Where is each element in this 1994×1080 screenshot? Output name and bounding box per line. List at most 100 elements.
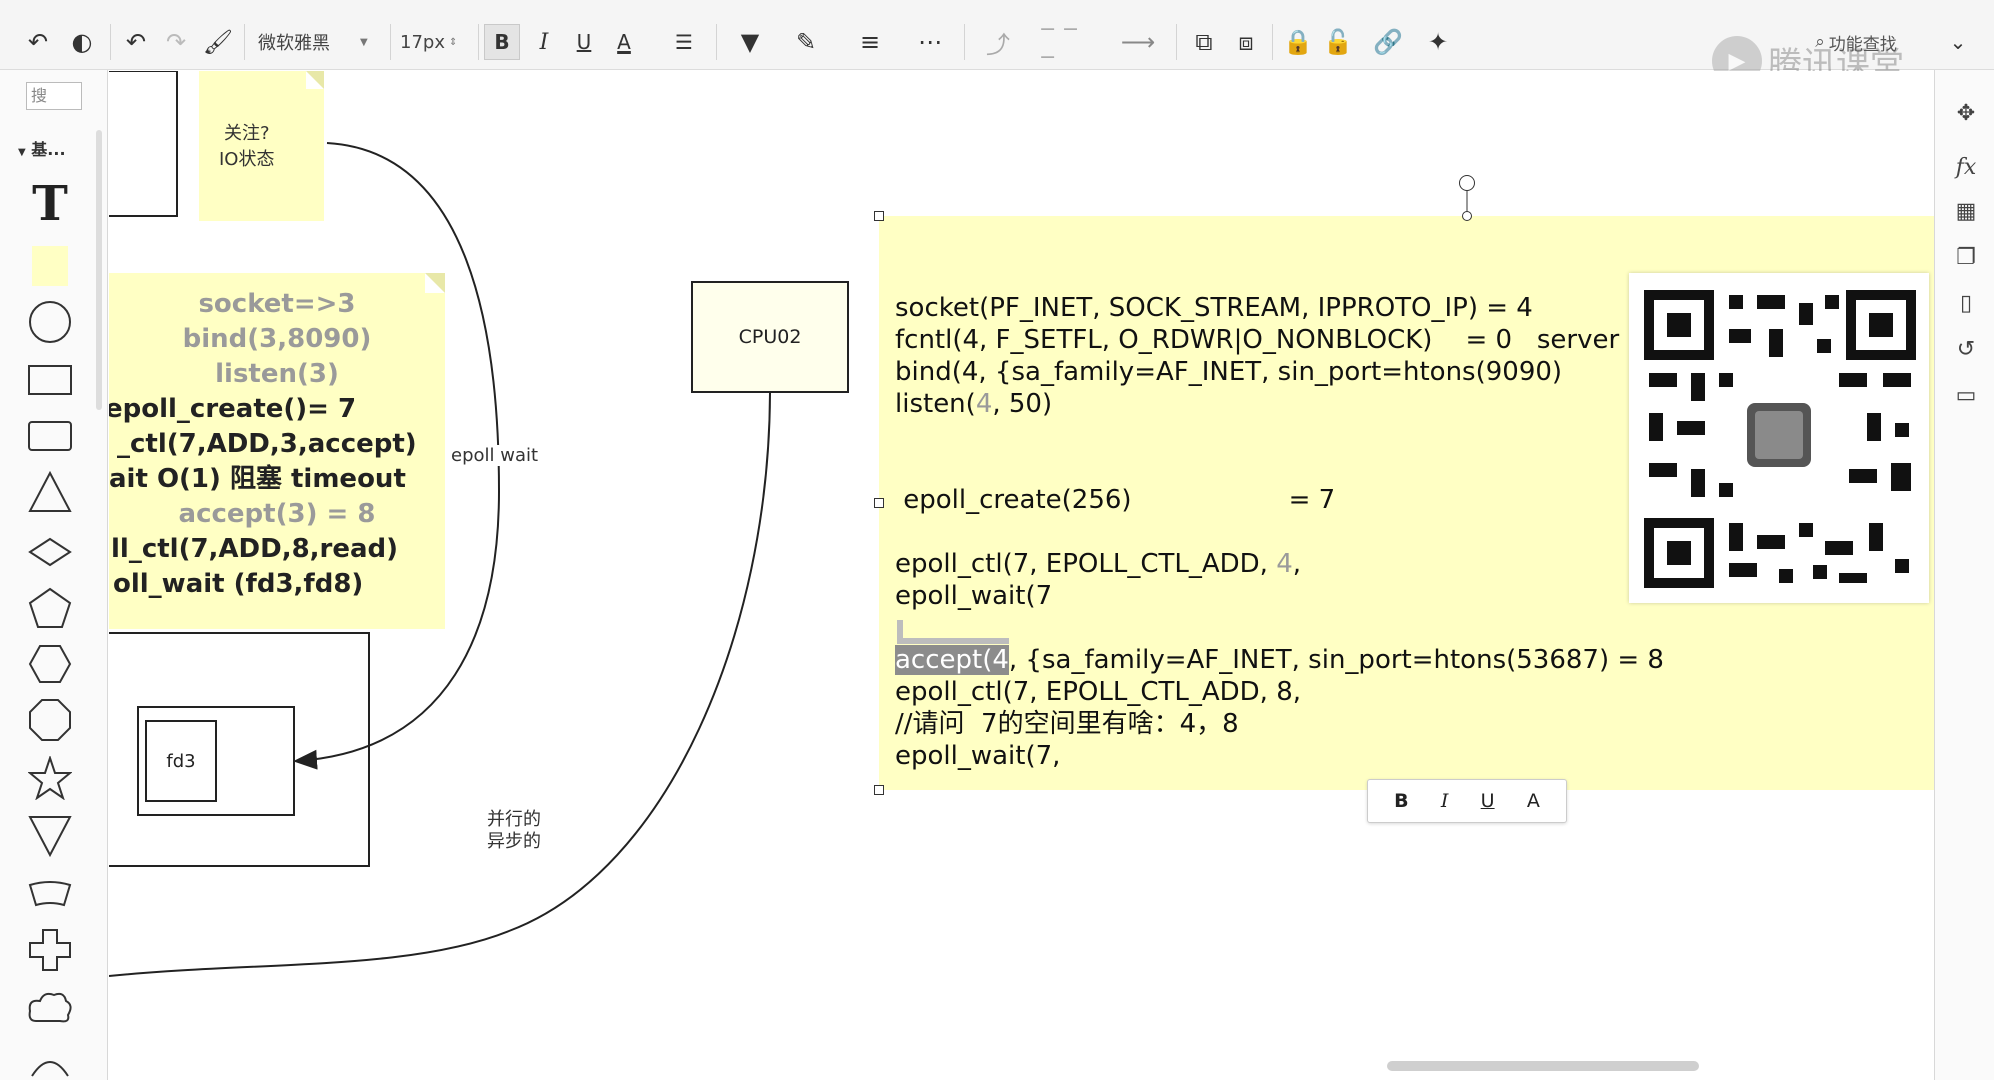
bold-button[interactable]: B <box>484 24 520 60</box>
connector-icon[interactable]: ⤴ <box>986 30 1010 59</box>
resize-handle-w[interactable] <box>874 498 884 508</box>
underline-button[interactable]: U <box>566 20 602 64</box>
magic-wand-icon[interactable]: ✦ <box>1427 28 1449 56</box>
line-epoll-wait-2: epoll_wait(7, <box>895 741 1061 771</box>
float-bold-button[interactable]: B <box>1394 790 1409 812</box>
chevron-down-icon: ▼ <box>360 36 368 48</box>
fd-container-box[interactable]: fd3 <box>137 706 295 816</box>
link-icon[interactable]: 🔗 <box>1373 28 1403 56</box>
cpu02-box[interactable]: CPU02 <box>691 281 849 393</box>
note-line-bind: bind(3,8090) <box>182 324 372 354</box>
pages-icon[interactable]: ❐ <box>1956 244 1976 270</box>
sticky-note-shape-icon[interactable] <box>26 242 74 290</box>
inverted-triangle-shape-icon[interactable] <box>26 812 74 860</box>
search-icon: ⌕ <box>1815 32 1825 52</box>
page-icon[interactable]: ▯ <box>1959 290 1973 316</box>
stepper-icon: ⇕ <box>448 36 458 48</box>
arrow-end-icon[interactable]: ⟶ <box>1120 28 1156 56</box>
partial-shape-icon[interactable] <box>26 1046 74 1080</box>
line-epoll-ctl-add4: epoll_ctl(7, EPOLL_CTL_ADD, 4, <box>895 548 1664 580</box>
pentagon-shape-icon[interactable] <box>26 584 74 632</box>
circle-shape-icon[interactable] <box>26 298 74 346</box>
feature-search-label: 功能查找 <box>1828 34 1897 55</box>
text-shape-icon[interactable]: T <box>32 176 68 232</box>
rounded-rectangle-shape-icon[interactable] <box>26 412 74 460</box>
shape-group-header[interactable]: ▼ 基... <box>18 136 66 160</box>
epoll-wait-label: epoll wait <box>449 445 541 466</box>
sticky-note-io-text: 关注? IO状态 <box>219 123 275 170</box>
font-color-button[interactable]: A <box>606 20 642 64</box>
comment-icon[interactable]: ▭ <box>1955 382 1977 408</box>
resize-handle-sw[interactable] <box>874 785 884 795</box>
rectangle-shape-icon[interactable] <box>26 356 74 404</box>
line-epoll-ctl-a: epoll_ctl(7, EPOLL_CTL_ADD, <box>895 549 1277 579</box>
line-listen: listen(4, 50) <box>895 388 1664 420</box>
font-size-value: 17px <box>400 31 445 53</box>
shape-group-label: 基... <box>31 140 66 159</box>
shape-search-input[interactable]: 搜 <box>26 82 82 110</box>
format-painter-circle-icon[interactable]: ◐ <box>71 28 93 56</box>
canvas-horizontal-scrollbar[interactable] <box>1387 1061 1699 1071</box>
line-fcntl: fcntl(4, F_SETFL, O_RDWR|O_NONBLOCK) = 0… <box>895 325 1620 355</box>
hexagon-shape-icon[interactable] <box>26 640 74 688</box>
font-size-select[interactable]: 17px ⇕ <box>400 20 470 64</box>
format-brush-icon[interactable]: 🖌 <box>202 28 234 56</box>
drawing-canvas[interactable]: 关注? IO状态 socket=>3 bind(3,8090) listen(3… <box>109 71 1994 1080</box>
navigator-icon[interactable]: ✥ <box>1956 100 1976 126</box>
line-weight-icon[interactable]: ≡ <box>859 28 881 56</box>
send-back-icon[interactable]: ⧈ <box>1238 28 1254 56</box>
line-listen-a: listen( <box>895 389 976 419</box>
align-icon[interactable]: ☰ <box>675 30 693 54</box>
panel-scrollbar[interactable] <box>96 130 102 410</box>
underline-label: U <box>576 30 592 54</box>
star-shape-icon[interactable] <box>26 754 74 802</box>
collapse-chevron-icon[interactable]: ⌄ <box>1949 30 1967 54</box>
fd3-box[interactable]: fd3 <box>145 720 217 802</box>
italic-button[interactable]: I <box>526 20 562 64</box>
bring-front-icon[interactable]: ⧉ <box>1195 28 1213 56</box>
float-color-button[interactable]: A <box>1526 790 1540 812</box>
triangle-shape-icon[interactable] <box>26 468 74 516</box>
toolbar: ↶ ◐ ↶ ↷ 🖌 微软雅黑 ▼ 17px ⇕ B I U A ☰ ▼ ✎ ≡ … <box>0 0 1994 70</box>
formula-icon[interactable]: fx <box>1955 154 1977 180</box>
sticky-note-io[interactable]: 关注? IO状态 <box>199 71 324 221</box>
lock-icon[interactable]: 🔒 <box>1283 28 1313 56</box>
unlock-icon[interactable]: 🔓 <box>1323 28 1353 56</box>
note-line-socket: socket=>3 <box>198 289 356 319</box>
float-italic-button[interactable]: I <box>1440 790 1449 812</box>
cloud-shape-icon[interactable] <box>26 984 74 1032</box>
line-dash-icon[interactable]: ‒ ‒ ‒ <box>1040 14 1079 70</box>
undo-icon[interactable]: ↶ <box>125 28 147 56</box>
line-epoll-ctl-add8: epoll_ctl(7, EPOLL_CTL_ADD, 8, <box>895 677 1302 707</box>
line-color-icon[interactable]: ✎ <box>795 28 817 56</box>
resize-handle-n[interactable] <box>1462 211 1472 221</box>
italic-label: I <box>539 29 549 55</box>
right-tool-panel: ✥ fx ▦ ❐ ▯ ↺ ▭ <box>1934 70 1994 1080</box>
font-family-select[interactable]: 微软雅黑 ▼ <box>258 20 378 64</box>
bold-label: B <box>494 30 510 54</box>
line-listen-c: , 50) <box>992 389 1053 419</box>
rotate-handle-icon[interactable] <box>1459 175 1475 191</box>
line-style-icon[interactable]: ⋯ <box>918 28 942 56</box>
calendar-icon[interactable]: ▦ <box>1955 198 1977 224</box>
diamond-shape-icon[interactable] <box>26 528 74 576</box>
floating-format-bar: B I U A <box>1367 779 1567 823</box>
qr-code-image <box>1629 273 1929 603</box>
sticky-note-epoll-steps[interactable]: socket=>3 bind(3,8090) listen(3) epoll_c… <box>109 273 445 629</box>
back-icon[interactable]: ↶ <box>27 28 49 56</box>
line-listen-fd: 4 <box>975 389 993 419</box>
banner-shape-icon[interactable] <box>26 870 74 918</box>
line-accept: accept(4, {sa_family=AF_INET, sin_port=h… <box>895 644 1664 676</box>
parallel-async-label: 并行的 异步的 <box>487 809 541 852</box>
octagon-shape-icon[interactable] <box>26 696 74 744</box>
float-underline-button[interactable]: U <box>1480 790 1495 812</box>
cross-shape-icon[interactable] <box>26 926 74 974</box>
fill-color-icon[interactable]: ▼ <box>740 28 760 56</box>
note-line-wait-timeout: ait O(1) 阻塞 timeout <box>109 464 406 494</box>
history-icon[interactable]: ↺ <box>1956 336 1976 362</box>
note-line-listen: listen(3) <box>215 359 339 389</box>
line-epoll-wait-1: epoll_wait(7 <box>895 581 1053 611</box>
feature-search[interactable]: ⌕ 功能查找 <box>1806 20 1906 64</box>
resize-handle-nw[interactable] <box>874 211 884 221</box>
redo-icon[interactable]: ↷ <box>165 28 187 56</box>
